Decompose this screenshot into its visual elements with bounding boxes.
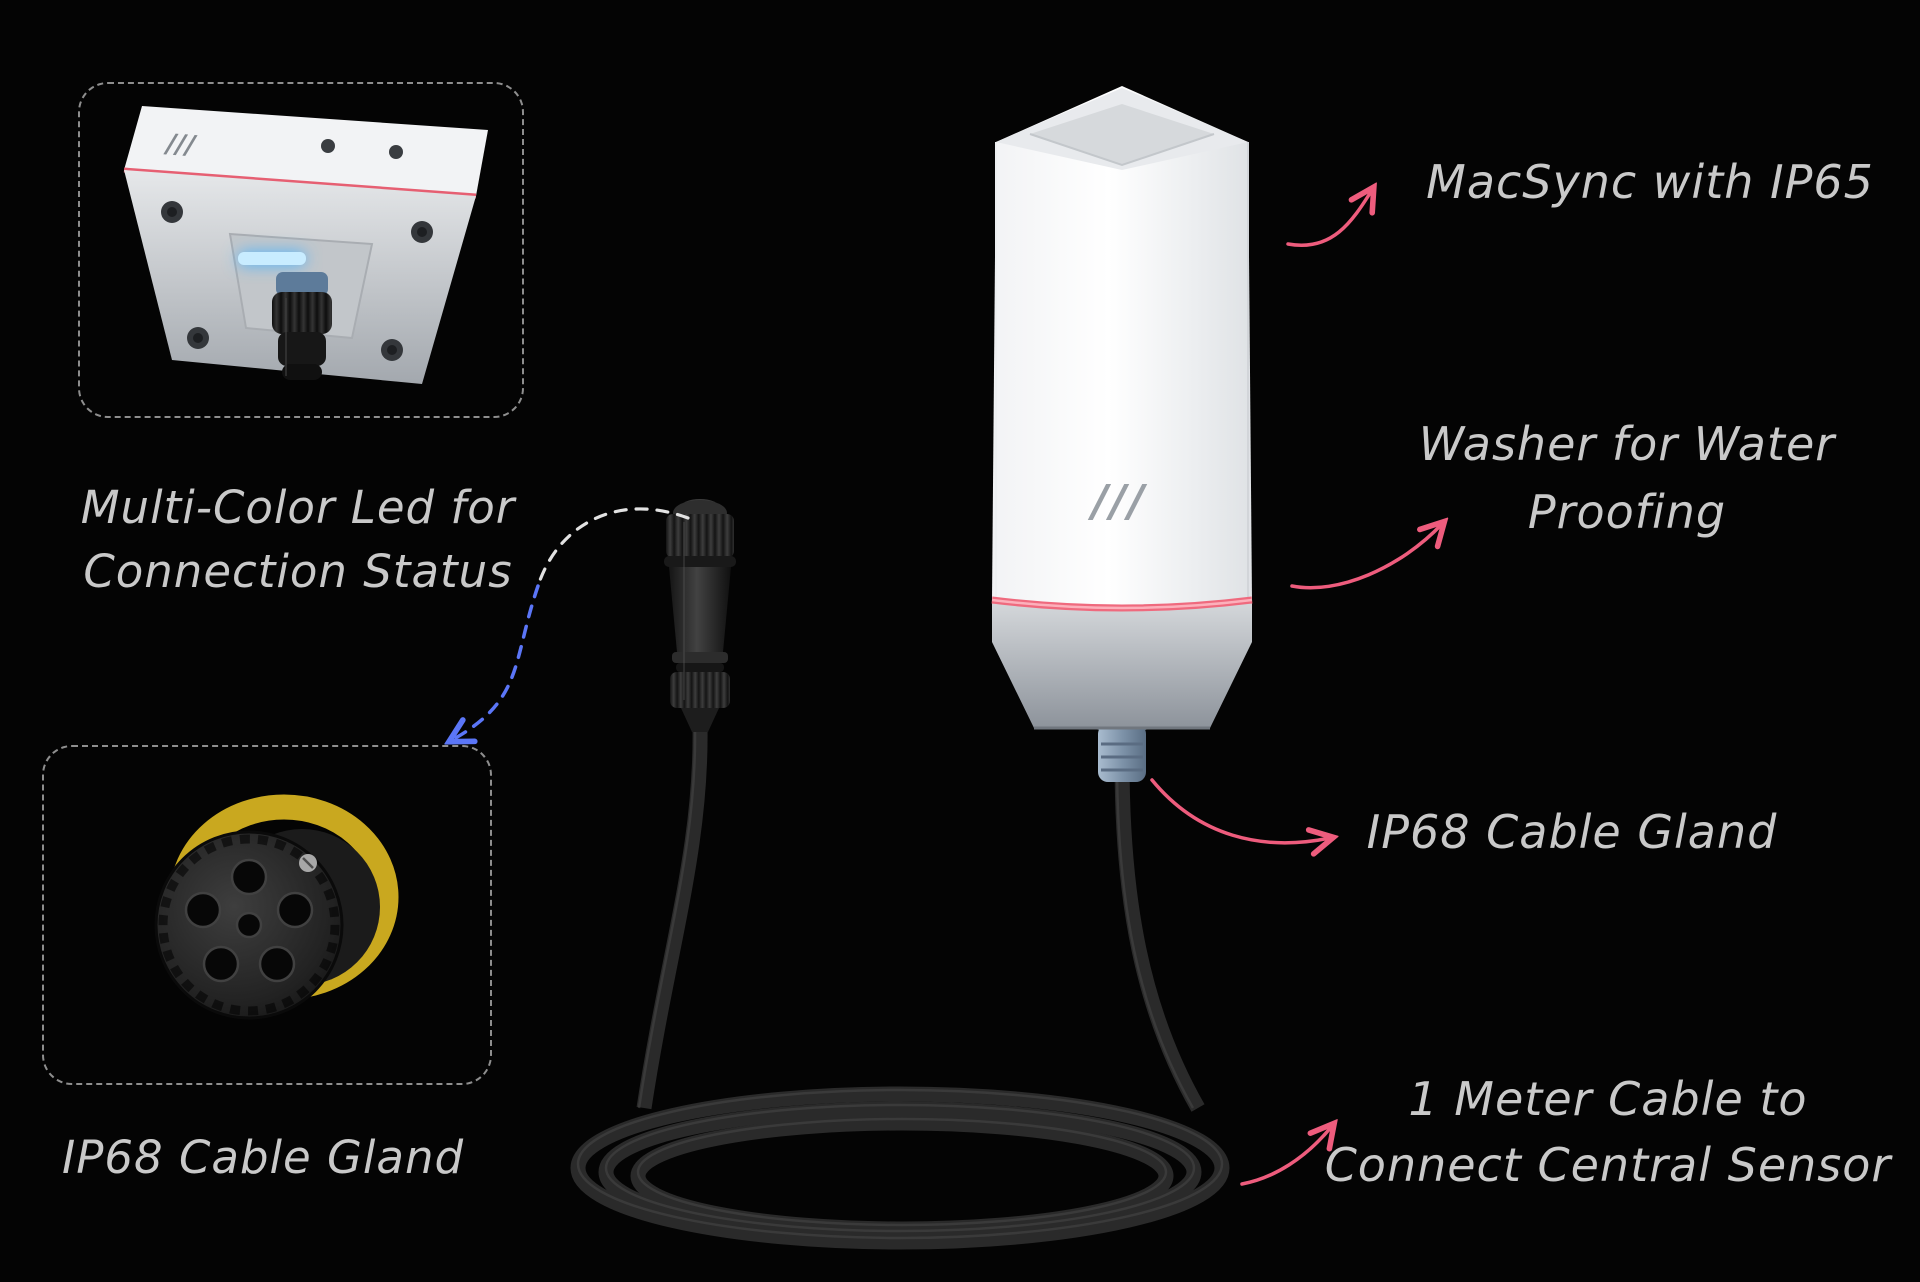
washer-callout-line1: Washer for Water [1418, 417, 1836, 471]
washer-callout-line2: Proofing [1527, 485, 1727, 539]
led-caption-line2: Connection Status [83, 545, 513, 598]
connector-cable-highlight [637, 725, 697, 1109]
macsync-callout: MacSync with IP65 [1426, 155, 1874, 209]
device-logo: /// [1087, 476, 1148, 527]
device-corner: /// [123, 106, 488, 384]
dashed-line-white [536, 507, 690, 588]
connector-pin-holes [184, 858, 314, 983]
connector-cable [636, 725, 708, 1110]
inline-connector [664, 499, 736, 732]
gland-inset-photo [154, 794, 399, 1020]
device-cable-highlight [1115, 759, 1195, 1109]
cable-callout: 1 Meter Cable to Connect Central Sensor [1300, 1066, 1916, 1198]
cable-coil [570, 1086, 1230, 1250]
cable-callout-line2: Connect Central Sensor [1324, 1138, 1892, 1192]
inset-cable-gland [272, 272, 332, 380]
inset-device-logo: /// [163, 129, 199, 161]
led-caption: Multi-Color Led for Connection Status [48, 476, 548, 604]
device-cable [1114, 759, 1205, 1112]
ip68-connector [154, 794, 399, 1020]
arrow-inset-blue [452, 584, 540, 740]
arrow-cable [1240, 1126, 1332, 1186]
led-inset-photo: /// [123, 106, 488, 384]
led-inset-frame: /// [78, 82, 524, 418]
gland-inset-frame [42, 745, 492, 1085]
arrow-washer [1290, 524, 1442, 590]
arrow-gland [1150, 778, 1330, 843]
cable-callout-line1: 1 Meter Cable to [1408, 1072, 1808, 1126]
annotation-arrows [452, 190, 1442, 1186]
arrow-macsync [1286, 190, 1372, 248]
gland-right-callout: IP68 Cable Gland [1366, 805, 1778, 859]
gland-left-caption: IP68 Cable Gland [61, 1131, 465, 1184]
macsync-device: /// [991, 86, 1253, 782]
device-gray-base [992, 598, 1252, 728]
device-white-body [992, 86, 1252, 608]
washer-callout: Washer for Water Proofing [1372, 410, 1882, 546]
led-caption-line1: Multi-Color Led for [80, 481, 516, 534]
status-led [238, 252, 306, 265]
